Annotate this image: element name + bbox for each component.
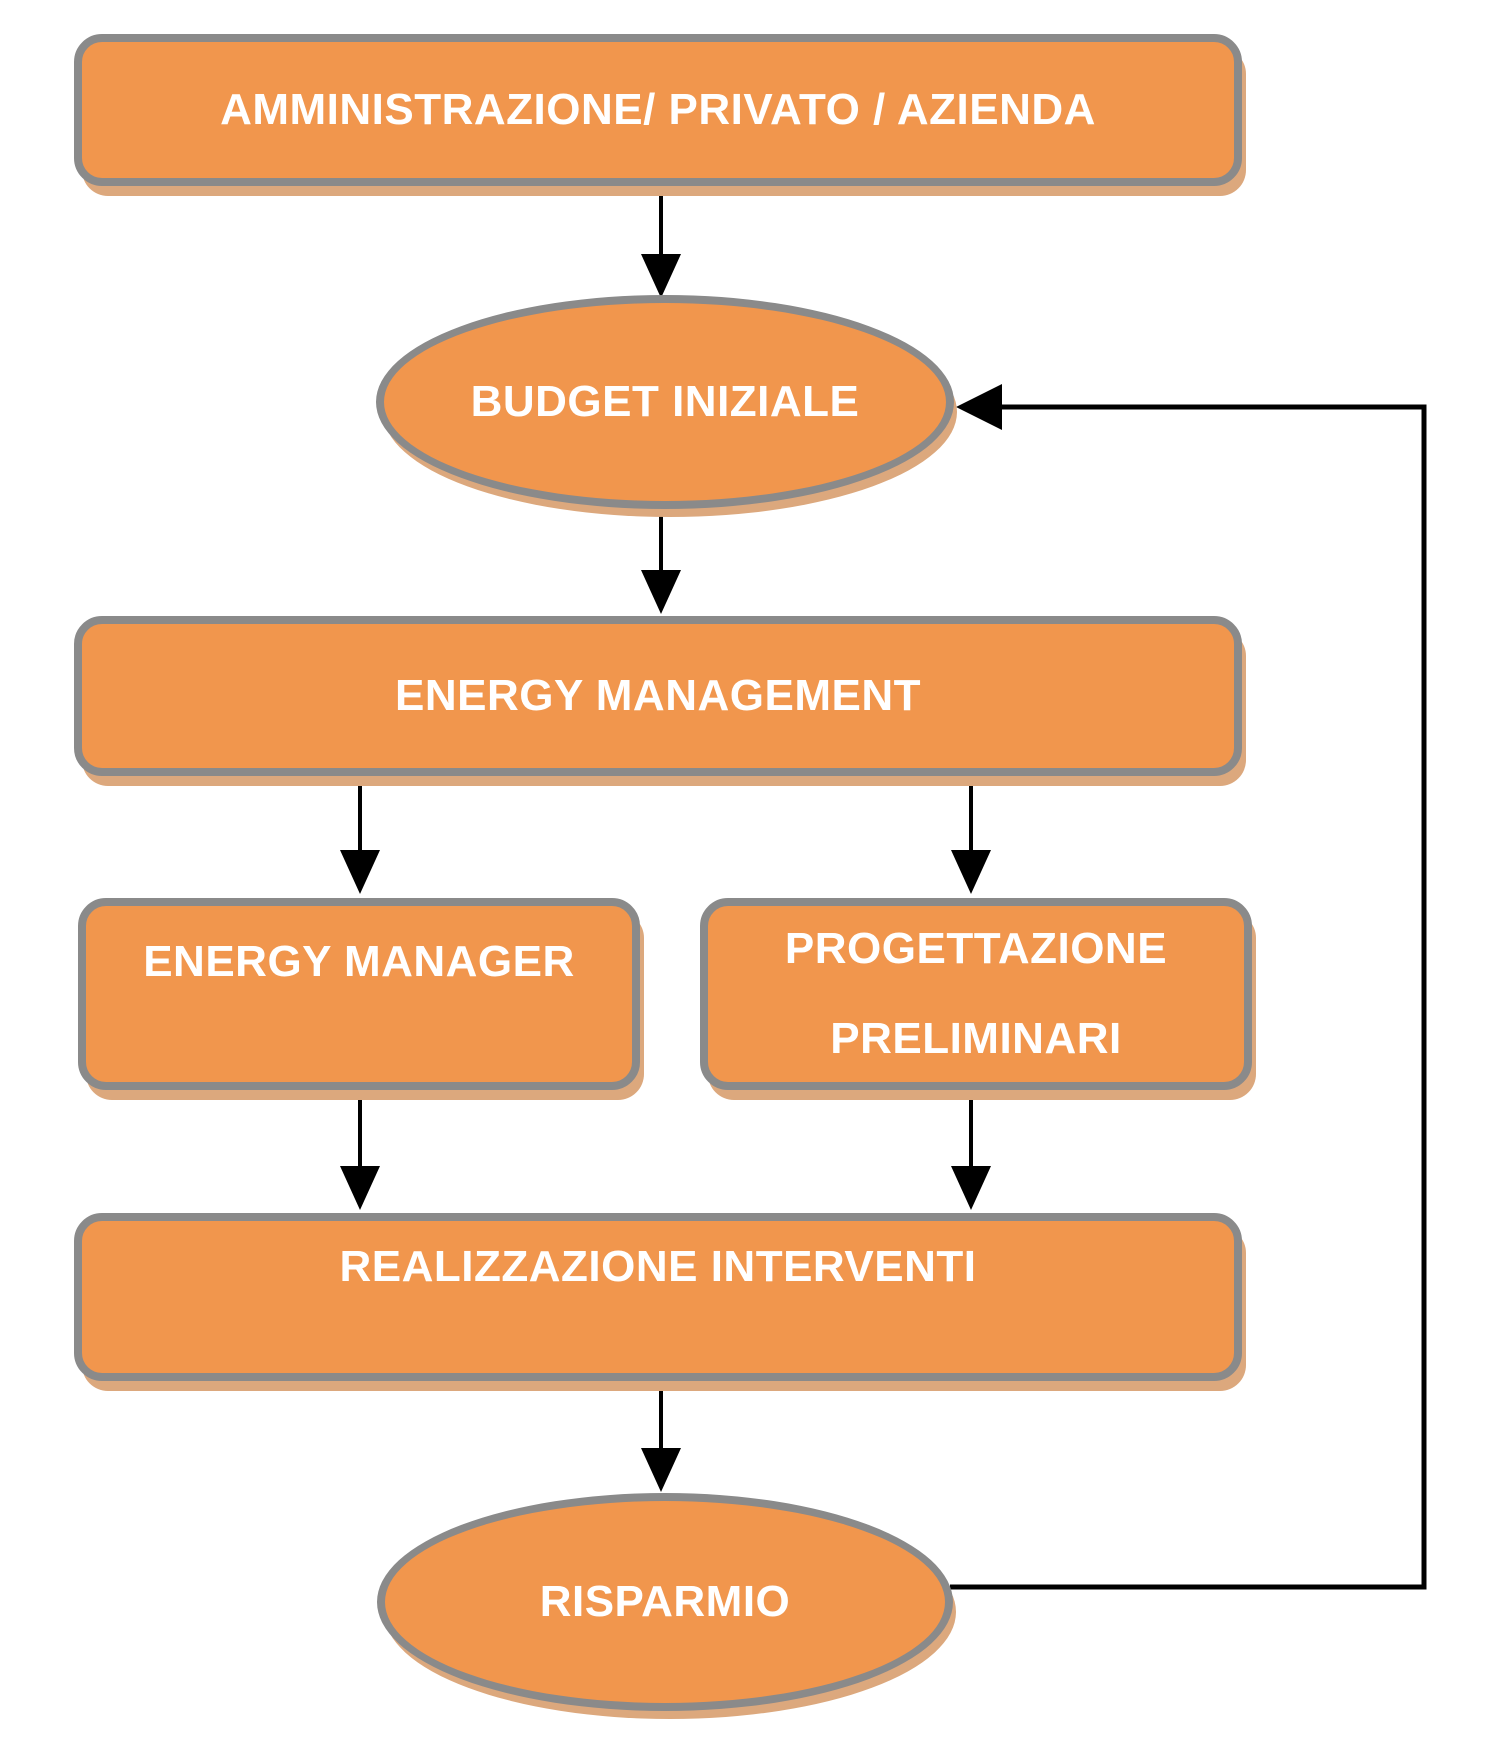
node-label: BUDGET INIZIALE [470, 376, 860, 426]
node-amministrazione-privato-azienda: AMMINISTRAZIONE/ PRIVATO / AZIENDA [74, 34, 1242, 186]
node-label: AMMINISTRAZIONE/ PRIVATO / AZIENDA [220, 84, 1096, 134]
node-budget-iniziale: BUDGET INIZIALE [376, 295, 954, 509]
node-label: REALIZZAZIONE INTERVENTI [339, 1241, 977, 1291]
node-label-line1: PROGETTAZIONE [784, 924, 1168, 973]
arrow-amministrazione-to-budget [641, 188, 681, 298]
node-risparmio: RISPARMIO [377, 1493, 953, 1711]
node-label: RISPARMIO [539, 1576, 791, 1626]
node-energy-manager: ENERGY MANAGER [78, 898, 640, 1090]
arrow-realizzazione-to-risparmio [641, 1385, 681, 1492]
arrow-progettazione-to-realizzazione [951, 1096, 991, 1210]
node-energy-management: ENERGY MANAGEMENT [74, 616, 1242, 776]
node-label: PROGETTAZIONE PRELIMINARI [785, 904, 1167, 1084]
arrow-energy-manager-to-realizzazione [340, 1096, 380, 1210]
arrow-budget-to-energy-management [641, 509, 681, 614]
node-label: ENERGY MANAGEMENT [395, 670, 921, 720]
arrow-energy-management-to-progettazione [951, 782, 991, 894]
node-label-line2: PRELIMINARI [830, 1014, 1122, 1063]
node-label: ENERGY MANAGER [143, 936, 575, 986]
node-realizzazione-interventi: REALIZZAZIONE INTERVENTI [74, 1213, 1242, 1381]
node-progettazione-preliminari: PROGETTAZIONE PRELIMINARI [700, 898, 1252, 1090]
arrow-energy-management-to-energy-manager [340, 782, 380, 894]
